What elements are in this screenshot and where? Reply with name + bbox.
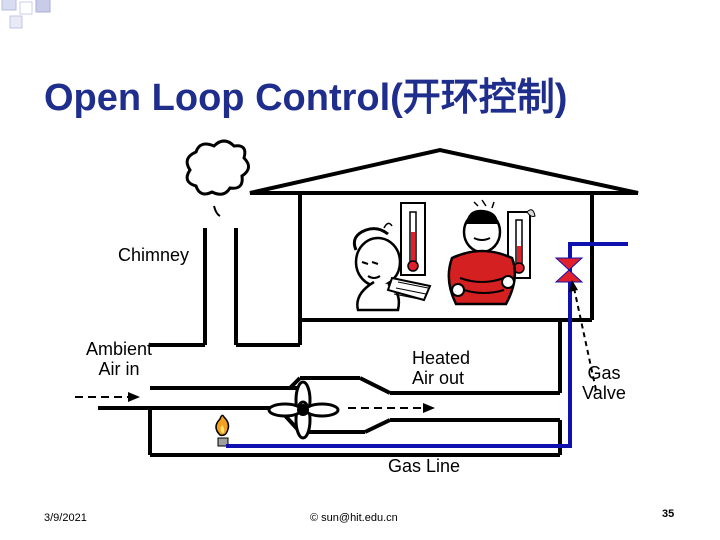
fan-icon	[267, 380, 340, 440]
thermometer-icon	[400, 202, 426, 276]
heated-air-label-line1: Heated	[412, 348, 471, 368]
gas-valve-label-line1: Gas	[587, 363, 621, 383]
footer-credit: © sun@hit.edu.cn	[310, 512, 398, 524]
house-roof	[249, 147, 639, 195]
heated-air-label-line2: Air out	[412, 368, 465, 388]
flame-icon	[215, 414, 230, 447]
footer-date: 3/9/2021	[44, 512, 87, 524]
gas-line	[226, 242, 628, 448]
slide-title: Open Loop Control(开环控制)	[44, 77, 568, 119]
hot-person-illustration	[352, 222, 432, 312]
smoke-cloud	[185, 139, 250, 196]
gas-valve-label-line2: Valve	[582, 383, 626, 403]
ambient-air-label-line1: Ambient	[85, 339, 153, 359]
gas-valve-icon	[554, 257, 584, 283]
page-number: 35	[662, 508, 675, 520]
cold-person-illustration	[447, 199, 517, 306]
ambient-air-label-line2: Air in	[98, 359, 140, 379]
heated-air-label: Heated Air out	[412, 348, 470, 388]
chimney-label: Chimney	[118, 245, 190, 265]
corner-squares-decoration	[1, 0, 51, 29]
gas-valve-label: Gas Valve	[578, 363, 630, 403]
ambient-air-label: Ambient Air in	[80, 339, 158, 379]
gas-line-label: Gas Line	[388, 456, 461, 476]
